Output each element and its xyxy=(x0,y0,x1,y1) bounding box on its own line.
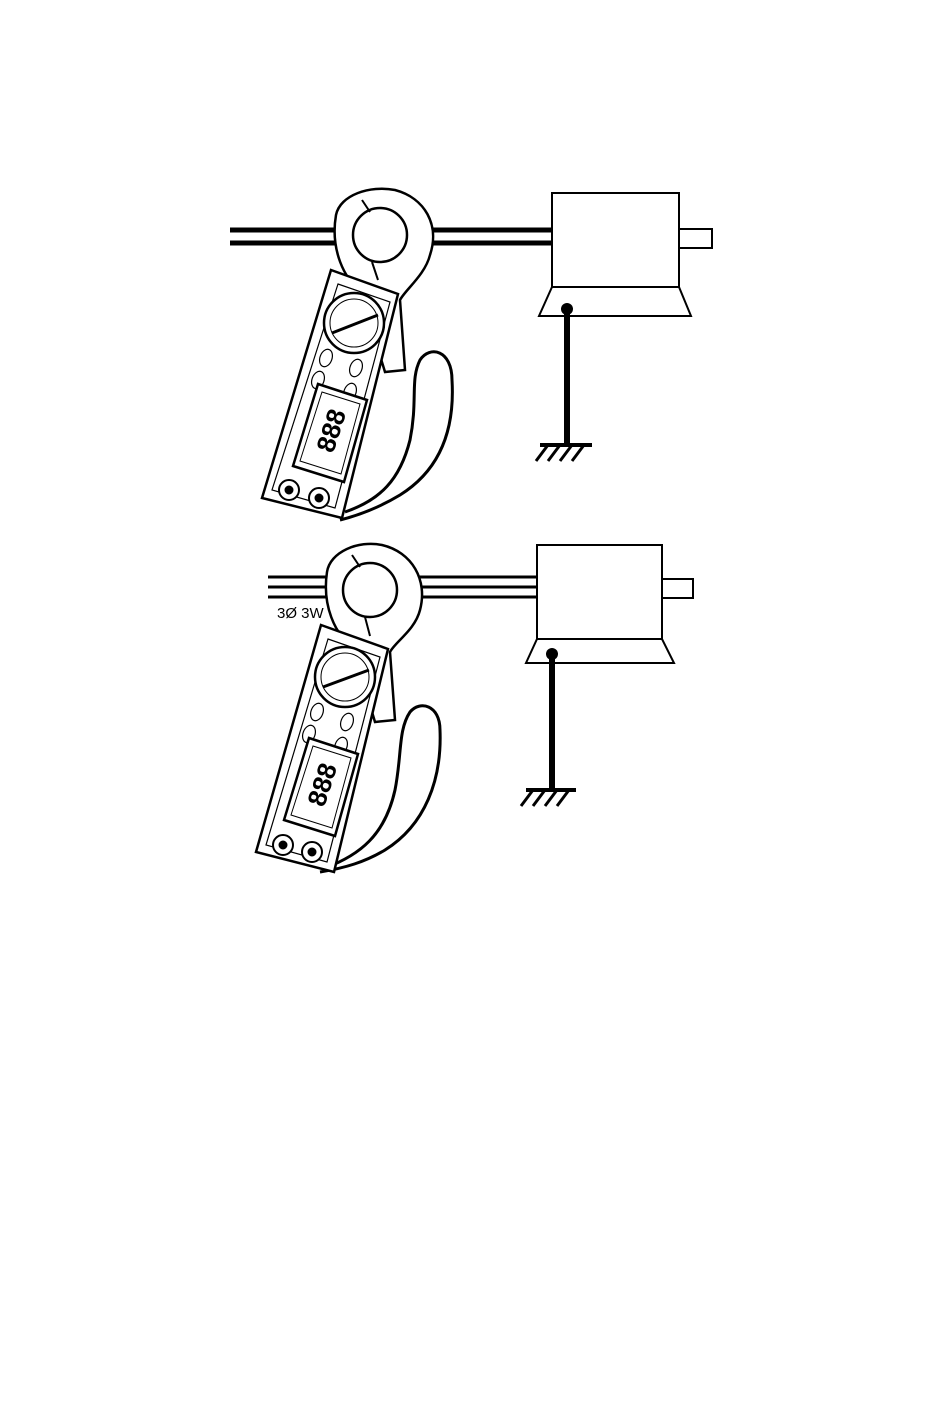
wiring-label-3phase: 3Ø 3W xyxy=(277,605,325,622)
figure-single-phase: 888 xyxy=(230,189,712,520)
motor-icon xyxy=(526,545,693,663)
figure-three-phase: 888 3Ø 3W xyxy=(256,544,693,872)
motor-icon xyxy=(539,193,712,316)
clamp-meter-icon xyxy=(256,544,422,872)
clamp-meter-icon xyxy=(262,189,433,518)
ground-symbol-icon xyxy=(521,648,576,806)
ground-symbol-icon xyxy=(536,303,592,461)
